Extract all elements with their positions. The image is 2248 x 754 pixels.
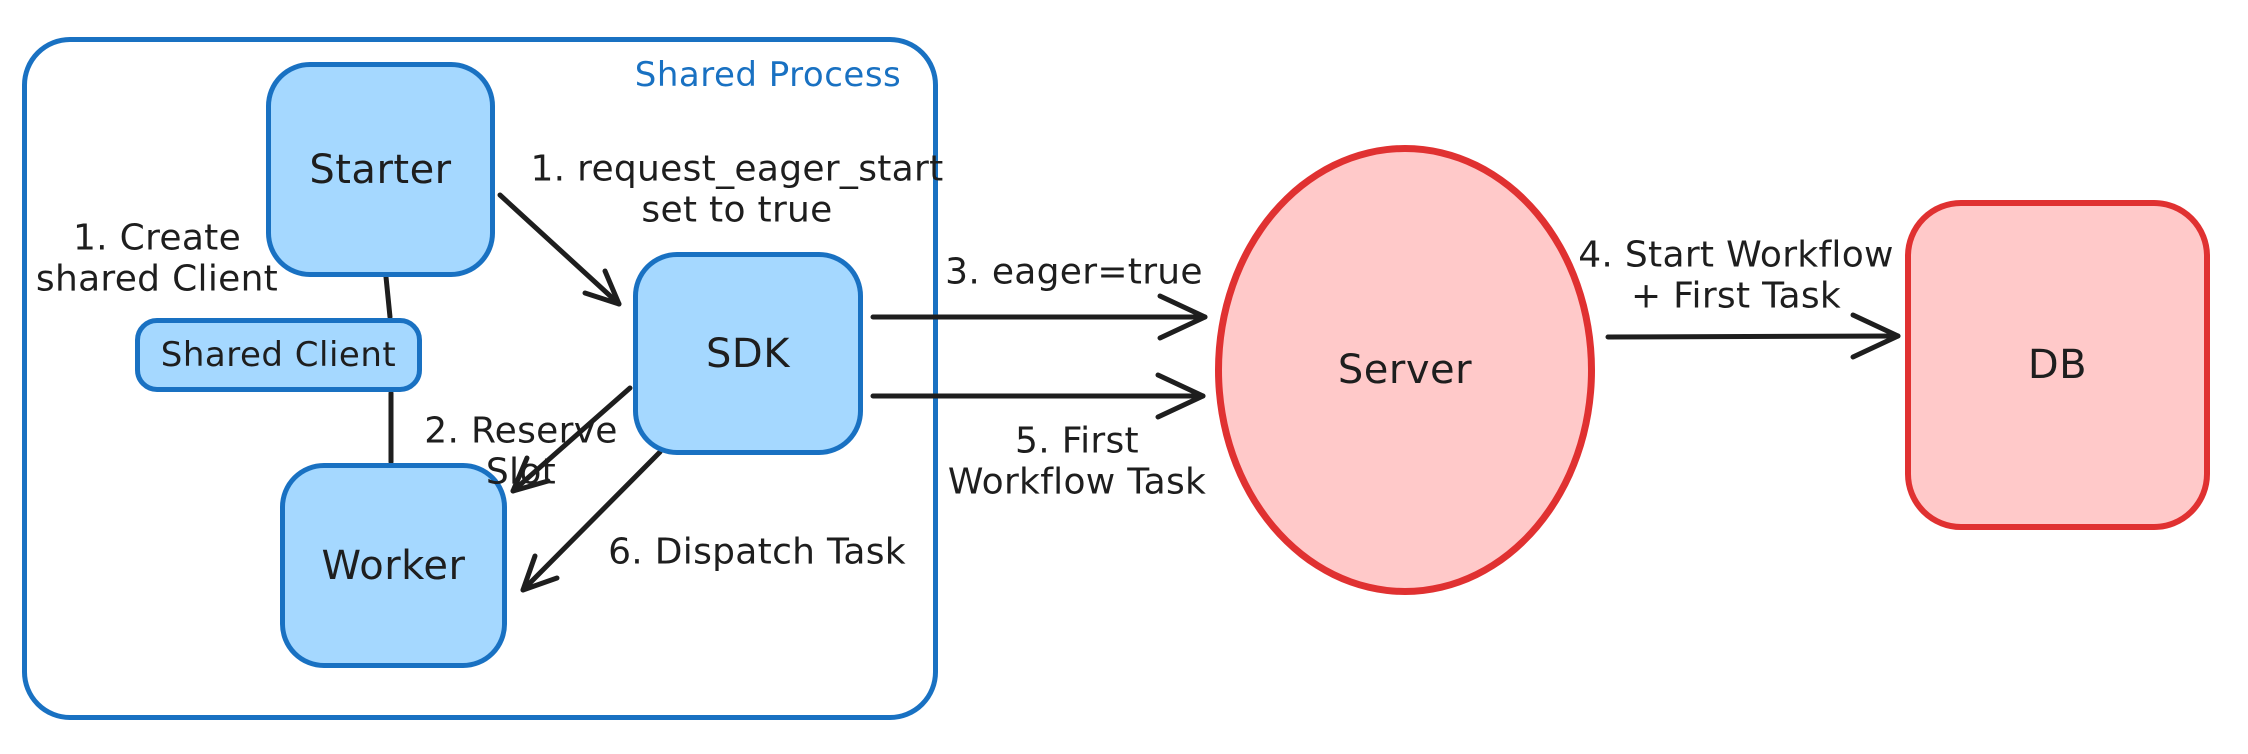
- node-server-label: Server: [1337, 347, 1473, 393]
- arrowhead-icon: [1850, 312, 1901, 360]
- annotation-first-workflow-task: 5. First Workflow Task: [947, 420, 1207, 503]
- node-shared-client: Shared Client: [135, 318, 422, 392]
- annotation-start-workflow: 4. Start Workflow + First Task: [1578, 234, 1894, 317]
- shared-process-label: Shared Process: [634, 55, 902, 95]
- node-db: DB: [1905, 200, 2210, 530]
- node-starter: Starter: [266, 62, 495, 277]
- node-sdk-label: SDK: [706, 330, 790, 377]
- node-db-label: DB: [2027, 342, 2088, 388]
- node-shared-client-label: Shared Client: [160, 335, 397, 375]
- annotation-dispatch-task: 6. Dispatch Task: [608, 531, 906, 573]
- node-worker-label: Worker: [321, 542, 466, 589]
- annotation-eager-true: 3. eager=true: [945, 251, 1203, 293]
- node-server: Server: [1215, 145, 1595, 595]
- node-worker: Worker: [280, 463, 507, 668]
- annotation-request-eager-start: 1. request_eager_start set to true: [530, 148, 944, 231]
- arrow-start-workflow: [1605, 312, 1901, 360]
- node-sdk: SDK: [633, 252, 863, 455]
- node-starter-label: Starter: [309, 146, 452, 193]
- annotation-create-shared-client: 1. Create shared Client: [35, 217, 279, 300]
- shared-process-container: [22, 37, 938, 720]
- annotation-reserve-slot: 2. Reserve Slot: [424, 410, 618, 493]
- arrow-shaft: [1605, 333, 1901, 340]
- arrowhead-icon: [1157, 293, 1208, 341]
- arrowhead-icon: [1155, 372, 1206, 420]
